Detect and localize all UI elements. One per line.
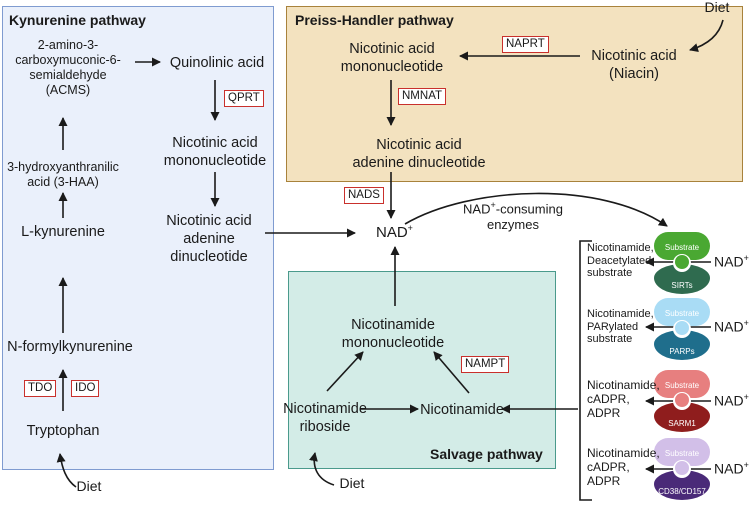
salvage-pathway-title: Salvage pathway [430, 446, 543, 462]
parps-nad-label: NAD+ [714, 318, 749, 335]
l-kynurenine-label: L-kynurenine [21, 224, 105, 240]
parps-products: Nicotinamide, PARylated substrate [587, 308, 654, 345]
kyn-naad-label: Nicotinic acid adenine dinucleotide [166, 213, 252, 265]
preiss-handler-pathway-panel [286, 6, 743, 182]
sarm1-nad-label: NAD+ [714, 392, 749, 409]
nicotinic-acid-label: Nicotinic acid (Niacin) [591, 48, 677, 82]
naprt-enzyme-box: NAPRT [502, 36, 549, 53]
kynurenine-pathway-title: Kynurenine pathway [9, 12, 146, 28]
sarm1-name-label: SARM1 [668, 419, 696, 428]
tryptophan-label: Tryptophan [26, 423, 100, 439]
salvage-pathway-panel [288, 271, 556, 469]
cd38-nad-label: NAD+ [714, 460, 749, 477]
sirts-substrate-label: Substrate [664, 243, 700, 252]
ph-diet-label: Diet [704, 0, 730, 15]
sarm1-products: Nicotinamide, cADPR, ADPR [587, 378, 660, 420]
cd38-enzyme-icon [654, 438, 710, 500]
nicotinamide-label: Nicotinamide [420, 402, 504, 418]
nmn-label: Nicotinamide mononucleotide [341, 317, 445, 351]
sarm1-enzyme-icon [654, 370, 710, 432]
products-bracket [579, 240, 592, 501]
arrow-nr-to-nmn [326, 351, 364, 392]
cd38-substrate-label: Substrate [664, 449, 700, 458]
sirts-products: Nicotinamide, Deacetylated substrate [587, 242, 654, 279]
cd38-products: Nicotinamide, cADPR, ADPR [587, 446, 660, 488]
nads-enzyme-box: NADS [344, 187, 384, 204]
acms-label: 2-amino-3- carboxymuconic-6- semialdehyd… [15, 38, 121, 97]
3-haa-label: 3-hydroxyanthranilic acid (3-HAA) [7, 160, 119, 189]
kyn-diet-label: Diet [76, 478, 102, 494]
arrow-diet-into-trp [56, 453, 77, 488]
nampt-enzyme-box: NAMPT [461, 356, 510, 373]
nicotinamide-riboside-label: Nicotinamide riboside [283, 401, 367, 435]
arrow-nad-to-enzymes [404, 192, 668, 227]
nad-label: NAD+ [376, 223, 413, 241]
sirts-name-label: SIRTs [671, 281, 693, 290]
ph-namn-label: Nicotinic acid mononucleotide [340, 41, 444, 75]
sirts-nad-label: NAD+ [714, 253, 749, 270]
nad-consuming-enzymes-label: NAD+-consuming enzymes [463, 200, 563, 233]
tdo-enzyme-box: TDO [24, 380, 57, 397]
ido-enzyme-box: IDO [71, 380, 100, 397]
nmnat-enzyme-box: NMNAT [398, 88, 447, 105]
arrow-diet-into-na [689, 19, 724, 53]
parps-enzyme-icon [654, 298, 710, 360]
preiss-handler-pathway-title: Preiss-Handler pathway [295, 12, 454, 28]
quinolinic-acid-label: Quinolinic acid [169, 55, 265, 71]
salvage-diet-label: Diet [339, 475, 365, 491]
parps-name-label: PARPs [669, 347, 695, 356]
sirts-enzyme-icon [654, 232, 710, 294]
arrow-nam-to-nmn [433, 351, 470, 394]
arrow-diet-into-nr [309, 452, 335, 486]
qprt-enzyme-box: QPRT [224, 90, 264, 107]
kyn-namn-label: Nicotinic acid mononucleotide [163, 135, 267, 169]
ph-naad-label: Nicotinic acid adenine dinucleotide [352, 137, 486, 171]
sarm1-substrate-label: Substrate [664, 381, 700, 390]
cd38-name-label: CD38/CD157 [658, 487, 706, 496]
n-formylkynurenine-label: N-formylkynurenine [7, 339, 133, 355]
parps-substrate-label: Substrate [664, 309, 700, 318]
